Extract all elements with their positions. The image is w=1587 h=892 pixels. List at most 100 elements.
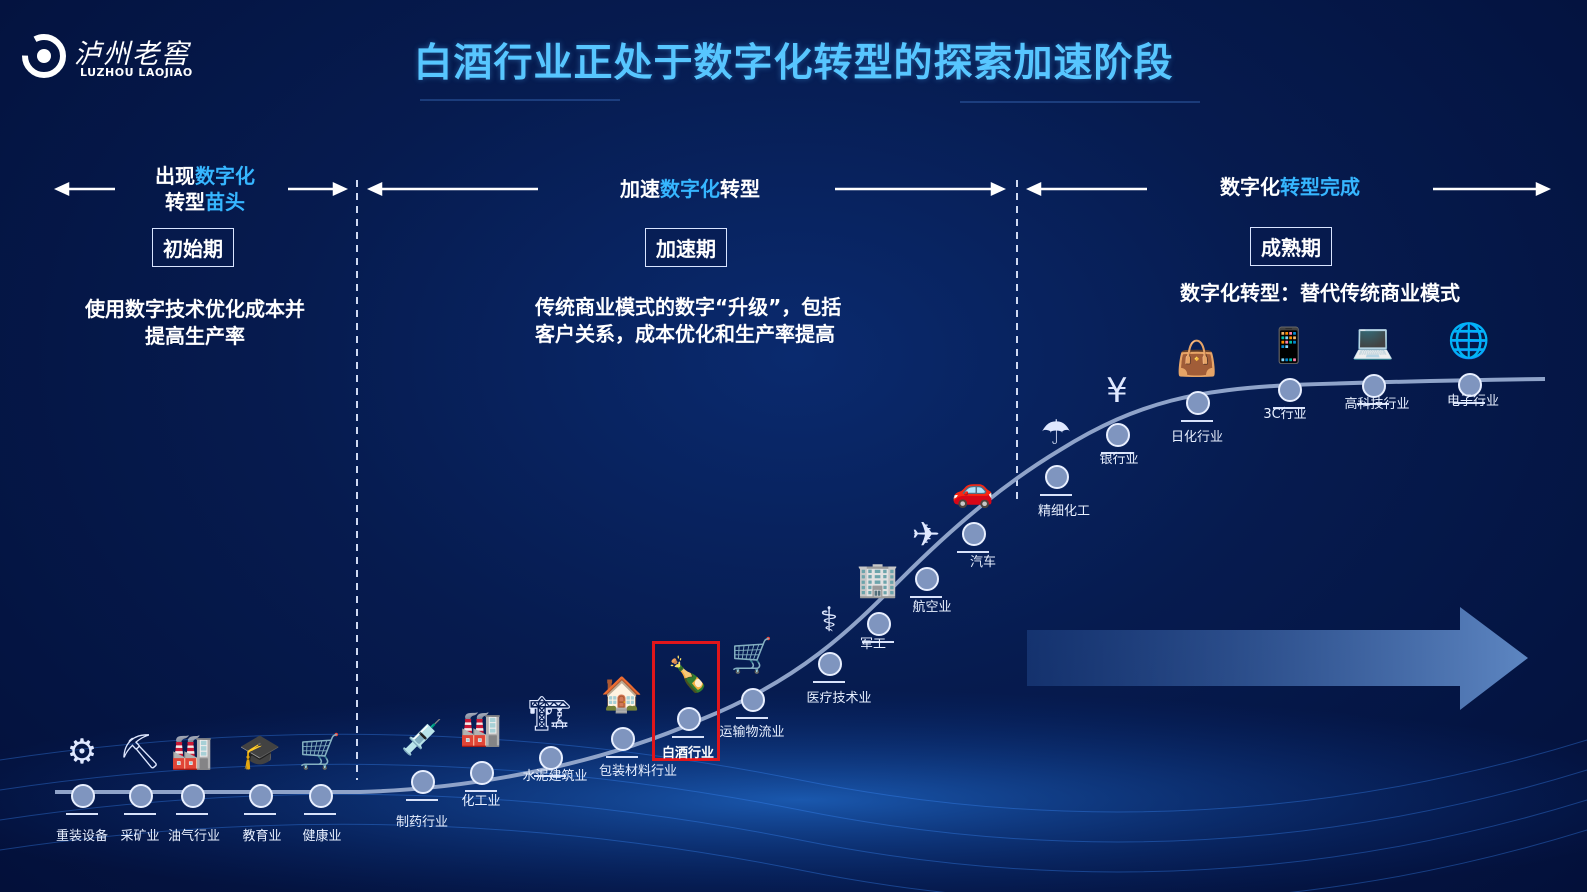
industry-underline	[176, 813, 208, 815]
industry-underline	[813, 681, 845, 683]
industry-label: 3C行业	[1263, 407, 1307, 422]
industry-underline	[1181, 420, 1213, 422]
industry-label: 白酒行业	[661, 746, 715, 761]
industry-label: 高科技行业	[1344, 397, 1410, 412]
globe-window-icon: 🌐	[1447, 321, 1491, 361]
industry-label: 医疗技术业	[806, 691, 872, 706]
industry-node	[1106, 423, 1130, 447]
logo-swirl-icon	[22, 34, 66, 78]
industry-node	[249, 784, 273, 808]
progress-arrow	[1027, 607, 1528, 710]
industry-node	[470, 761, 494, 785]
brand-name-cn: 泸州老窖	[74, 39, 190, 70]
industry-node	[1458, 373, 1482, 397]
umbrella-icon: ☂	[1040, 413, 1072, 453]
industry-label: 银行业	[1099, 452, 1139, 467]
industry-label: 航空业	[912, 600, 952, 615]
industry-label: 日化行业	[1170, 430, 1224, 445]
warehouse-icon: 🏠	[600, 675, 644, 715]
medical-kit-icon: ⚕	[819, 600, 839, 640]
industry-underline	[862, 641, 894, 643]
industry-node	[309, 784, 333, 808]
brand-name-en: LUZHOU LAOJIAO	[80, 66, 193, 79]
industry-underline	[244, 813, 276, 815]
industry-underline	[66, 813, 98, 815]
industry-underline	[1357, 403, 1389, 405]
industry-label: 军工	[859, 637, 887, 652]
laptop-icon: 💻	[1351, 322, 1395, 362]
industry-label: 汽车	[969, 555, 997, 570]
brand-logo: 泸州老窖 LUZHOU LAOJIAO	[22, 30, 202, 86]
highlight-box	[652, 641, 720, 761]
industry-node	[1045, 465, 1069, 489]
industry-underline	[1040, 494, 1072, 496]
growth-curve	[55, 377, 1546, 794]
industry-node	[71, 784, 95, 808]
buildings-icon: 🏭	[170, 732, 214, 772]
industry-label: 采矿业	[120, 829, 160, 844]
graduation-cap-icon: 🎓	[238, 732, 282, 772]
industry-label: 健康业	[302, 829, 342, 844]
page-title: 白酒行业正处于数字化转型的探索加速阶段	[413, 41, 1174, 86]
shopping-bag-icon: 👜	[1175, 339, 1219, 379]
industry-underline	[465, 790, 497, 792]
trolley-icon: 🛒	[730, 636, 774, 676]
industry-label: 教育业	[242, 829, 282, 844]
industry-node	[181, 784, 205, 808]
phase-2-description: 传统商业模式的数字“升级”，包括客户关系，成本优化和生产率提高	[535, 295, 842, 346]
industry-node	[1362, 374, 1386, 398]
industry-label: 重装设备	[55, 829, 109, 844]
industry-underline	[304, 813, 336, 815]
industry-underline	[672, 736, 704, 738]
industry-node	[818, 652, 842, 676]
industry-node	[411, 770, 435, 794]
industry-node	[1278, 378, 1302, 402]
airplane-icon: ✈	[911, 515, 941, 555]
phase-3-description: 数字化转型：替代传统商业模式	[1180, 281, 1460, 305]
car-icon: 🚗	[951, 470, 995, 510]
industry-label: 运输物流业	[719, 725, 785, 740]
industry-label: 化工业	[461, 794, 501, 809]
industry-node	[539, 746, 563, 770]
industry-underline	[736, 717, 768, 719]
industry-node	[962, 522, 986, 546]
industry-label: 精细化工	[1037, 504, 1091, 519]
office-building-icon: 🏢	[856, 560, 900, 600]
industry-node	[915, 567, 939, 591]
phase-1-badge: 初始期	[152, 228, 234, 267]
industry-underline	[1273, 407, 1305, 409]
industry-label: 包装材料行业	[598, 764, 678, 779]
phase-1-description: 使用数字技术优化成本并提高生产率	[85, 297, 305, 348]
phase-3-heading: 数字化转型完成	[1220, 175, 1360, 199]
bottle-icon: 🍾	[666, 655, 710, 695]
syringe-icon: 💉	[400, 718, 444, 758]
industry-node	[677, 707, 701, 731]
phase-1-heading: 出现数字化 转型苗头	[155, 164, 255, 214]
industry-underline	[957, 551, 989, 553]
industry-underline	[910, 596, 942, 598]
industry-underline	[1453, 402, 1485, 404]
oil-pump-icon: ⛏	[118, 732, 162, 772]
phase-3-badge: 成熟期	[1250, 227, 1332, 266]
industry-label: 制药行业	[395, 815, 449, 830]
industry-node	[867, 612, 891, 636]
industry-node	[611, 727, 635, 751]
bank-clipboard-icon: ¥	[1106, 371, 1128, 411]
industry-label: 油气行业	[167, 829, 221, 844]
industry-label: 电子行业	[1446, 394, 1500, 409]
phone-wifi-icon: 📱	[1267, 326, 1311, 366]
industry-underline	[406, 799, 438, 801]
industry-node	[129, 784, 153, 808]
industry-node	[741, 688, 765, 712]
industry-node	[1186, 391, 1210, 415]
industry-underline	[606, 756, 638, 758]
gear-icon: ⚙	[66, 732, 98, 772]
cart-plus-icon: 🛒	[298, 732, 342, 772]
phase-2-heading: 加速数字化转型	[620, 177, 760, 201]
crane-icon: 🏗	[528, 694, 572, 734]
industry-underline	[124, 813, 156, 815]
industry-underline	[1101, 452, 1133, 454]
phase-2-badge: 加速期	[645, 228, 727, 267]
